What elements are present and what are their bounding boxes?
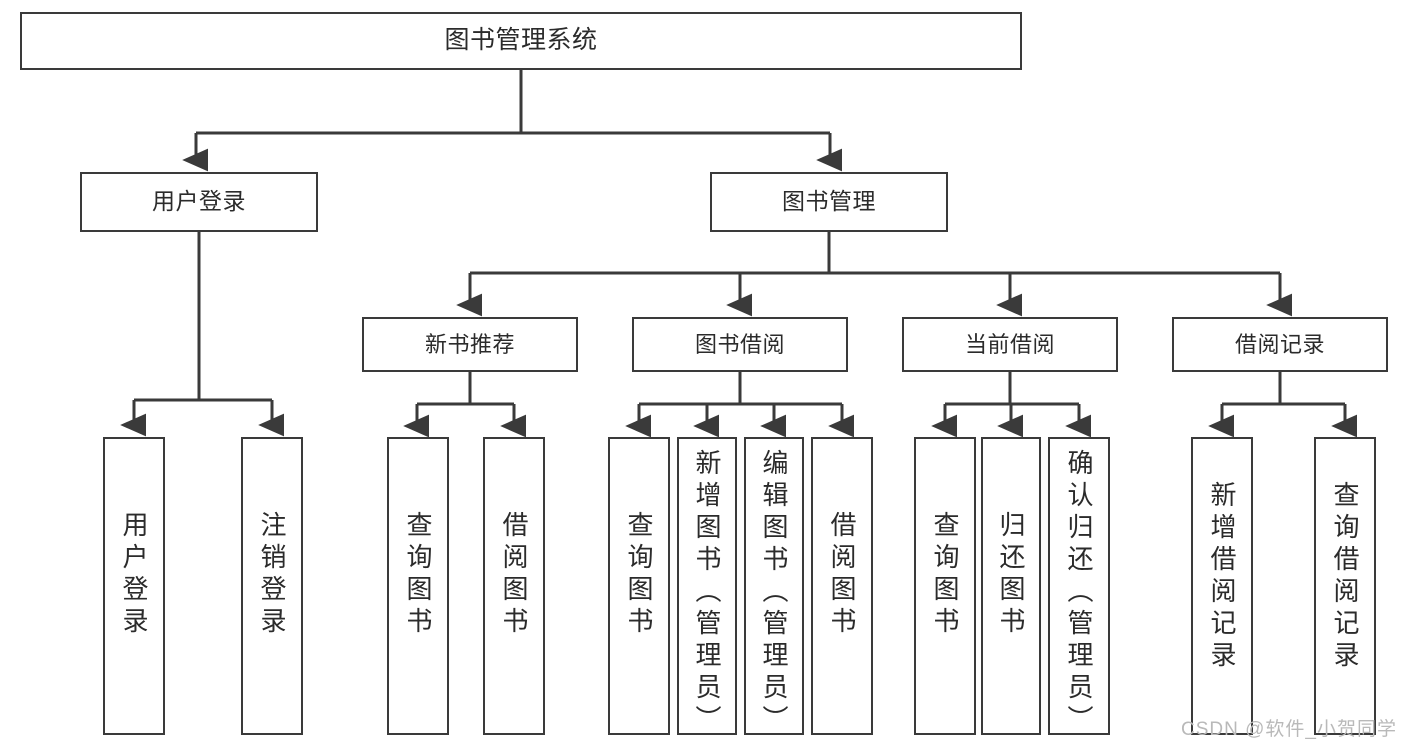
csdn-watermark: CSDN @软件_小贺同学 [1181,719,1397,740]
node-current-borrow[interactable]: 当前借阅 [902,317,1118,372]
node-label: 查询图书 [403,511,433,639]
leaf-logout[interactable]: 注销登录 [241,437,303,735]
leaf-return-book[interactable]: 归还图书 [981,437,1041,735]
node-label: 注销登录 [257,511,287,639]
leaf-borrow-book[interactable]: 借阅图书 [811,437,873,735]
node-book-management[interactable]: 图书管理 [710,172,948,232]
leaf-borrow-book-recommend[interactable]: 借阅图书 [483,437,545,735]
node-new-book-recommend[interactable]: 新书推荐 [362,317,578,372]
node-book-borrow[interactable]: 图书借阅 [632,317,848,372]
node-label: 图书管理 [782,188,876,215]
leaf-add-book-admin[interactable]: 新增图书（管理员） [677,437,737,737]
leaf-query-book-recommend[interactable]: 查询图书 [387,437,449,735]
node-label: 确认归还（管理员） [1064,449,1094,737]
leaf-query-book-current[interactable]: 查询图书 [914,437,976,735]
leaf-edit-book-admin[interactable]: 编辑图书（管理员） [744,437,804,737]
leaf-query-book-borrow[interactable]: 查询图书 [608,437,670,735]
node-label: 图书管理系统 [444,26,598,55]
leaf-user-login[interactable]: 用户登录 [103,437,165,735]
node-label: 新书推荐 [424,331,515,357]
node-label: 编辑图书（管理员） [759,449,789,737]
node-label: 新增借阅记录 [1207,481,1237,673]
leaf-query-borrow-record[interactable]: 查询借阅记录 [1314,437,1376,735]
node-label: 用户登录 [119,511,149,639]
node-user-login[interactable]: 用户登录 [80,172,318,232]
node-label: 当前借阅 [964,331,1055,357]
node-label: 查询图书 [624,511,654,639]
node-label: 新增图书（管理员） [692,449,722,737]
node-label: 图书借阅 [694,331,785,357]
node-label: 借阅图书 [499,511,529,639]
node-borrow-record[interactable]: 借阅记录 [1172,317,1388,372]
node-label: 借阅记录 [1234,331,1325,357]
node-label: 查询图书 [930,511,960,639]
node-label: 用户登录 [152,188,246,215]
node-label: 借阅图书 [827,511,857,639]
node-label: 查询借阅记录 [1330,481,1360,673]
leaf-add-borrow-record[interactable]: 新增借阅记录 [1191,437,1253,735]
leaf-confirm-return-admin[interactable]: 确认归还（管理员） [1048,437,1110,737]
node-root-system[interactable]: 图书管理系统 [20,12,1022,70]
node-label: 归还图书 [996,511,1026,639]
